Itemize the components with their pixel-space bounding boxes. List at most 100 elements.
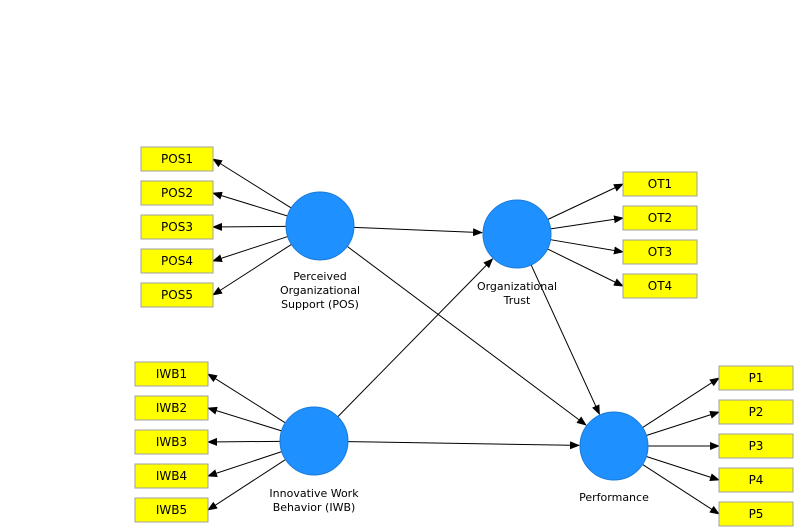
loading-arrow-ot1: [547, 183, 624, 220]
indicator-p2[interactable]: P2: [718, 399, 794, 425]
indicator-label: P5: [749, 507, 764, 521]
indicator-box: [622, 239, 698, 265]
indicator-label: P3: [749, 439, 764, 453]
construct-label: Support (POS): [281, 298, 359, 311]
indicator-label: OT2: [648, 211, 672, 225]
loading-arrow-p4: [646, 455, 720, 482]
construct-label: Trust: [503, 294, 531, 307]
loading-arrow-ot2: [550, 215, 624, 230]
indicator-box: [134, 395, 209, 421]
indicator-box: [622, 171, 698, 197]
indicator-box: [718, 501, 794, 527]
loading-arrow-iwb3: [207, 437, 281, 446]
construct-label: Perceived: [293, 270, 346, 283]
indicator-p3[interactable]: P3: [718, 433, 794, 459]
indicator-label: P1: [749, 371, 764, 385]
indicator-p5[interactable]: P5: [718, 501, 794, 527]
indicator-label: IWB2: [156, 401, 187, 415]
construct-label: Organizational: [477, 280, 557, 293]
path-pos-to-p: [346, 245, 587, 426]
indicator-label: IWB5: [156, 503, 187, 517]
loading-arrow-ot3: [550, 239, 624, 255]
loading-arrow-p5: [642, 464, 720, 515]
indicator-iwb1[interactable]: IWB1: [134, 361, 209, 387]
indicator-label: P2: [749, 405, 764, 419]
indicator-p1[interactable]: P1: [718, 365, 794, 391]
construct-label: Innovative Work: [269, 487, 359, 500]
loading-arrow-pos2: [212, 191, 288, 217]
indicator-label: IWB4: [156, 469, 187, 483]
indicator-pos1[interactable]: POS1: [140, 146, 214, 172]
construct-circle: [482, 199, 552, 269]
indicator-box: [140, 282, 214, 308]
indicator-box: [718, 365, 794, 391]
indicator-box: [134, 361, 209, 387]
indicator-ot4[interactable]: OT4: [622, 273, 698, 299]
indicator-ot1[interactable]: OT1: [622, 171, 698, 197]
loading-arrow-ot4: [547, 248, 624, 287]
indicator-label: OT1: [648, 177, 672, 191]
loading-arrow-pos4: [212, 236, 288, 263]
loading-arrow-iwb2: [207, 406, 282, 432]
indicator-box: [718, 399, 794, 425]
construct-circle: [279, 406, 349, 476]
indicator-box: [718, 467, 794, 493]
indicator-label: POS4: [161, 254, 193, 268]
indicator-box: [134, 497, 209, 523]
indicator-box: [134, 429, 209, 455]
indicator-iwb3[interactable]: IWB3: [134, 429, 209, 455]
indicator-iwb5[interactable]: IWB5: [134, 497, 209, 523]
indicator-box: [140, 214, 214, 240]
loading-arrow-pos1: [212, 158, 292, 209]
loading-arrow-pos3: [212, 222, 287, 231]
indicator-ot2[interactable]: OT2: [622, 205, 698, 231]
indicator-box: [140, 146, 214, 172]
loading-arrow-p2: [646, 410, 720, 437]
indicator-label: IWB3: [156, 435, 187, 449]
indicator-box: [622, 273, 698, 299]
indicator-iwb2[interactable]: IWB2: [134, 395, 209, 421]
indicator-label: OT3: [648, 245, 672, 259]
path-pos-to-ot: [353, 226, 484, 237]
indicator-p4[interactable]: P4: [718, 467, 794, 493]
indicator-box: [622, 205, 698, 231]
indicator-pos4[interactable]: POS4: [140, 248, 214, 274]
indicator-box: [140, 248, 214, 274]
indicator-ot3[interactable]: OT3: [622, 239, 698, 265]
indicator-label: P4: [749, 473, 764, 487]
indicator-box: [140, 180, 214, 206]
loading-arrow-iwb5: [207, 459, 286, 511]
construct-circle: [285, 191, 355, 261]
path-ot-to-p: [530, 264, 600, 416]
indicator-iwb4[interactable]: IWB4: [134, 463, 209, 489]
path-iwb-to-p: [347, 441, 581, 450]
indicator-box: [718, 433, 794, 459]
construct-label: Performance: [579, 491, 649, 504]
indicator-label: POS5: [161, 288, 193, 302]
indicator-label: IWB1: [156, 367, 187, 381]
indicator-label: POS1: [161, 152, 193, 166]
indicator-pos5[interactable]: POS5: [140, 282, 214, 308]
indicator-box: [134, 463, 209, 489]
indicator-pos3[interactable]: POS3: [140, 214, 214, 240]
construct-p[interactable]: Performance: [579, 411, 649, 504]
indicator-label: OT4: [648, 279, 672, 293]
loading-arrow-iwb1: [207, 373, 286, 424]
construct-circle: [579, 411, 649, 481]
indicator-label: POS2: [161, 186, 193, 200]
indicator-label: POS3: [161, 220, 193, 234]
loading-arrow-iwb4: [207, 451, 282, 477]
construct-label: Behavior (IWB): [273, 501, 356, 514]
path-iwb-to-ot: [337, 258, 494, 418]
indicator-pos2[interactable]: POS2: [140, 180, 214, 206]
edges-layer: [207, 158, 720, 515]
construct-label: Organizational: [280, 284, 360, 297]
loading-arrow-pos5: [212, 244, 292, 296]
loading-arrow-p1: [642, 377, 720, 428]
